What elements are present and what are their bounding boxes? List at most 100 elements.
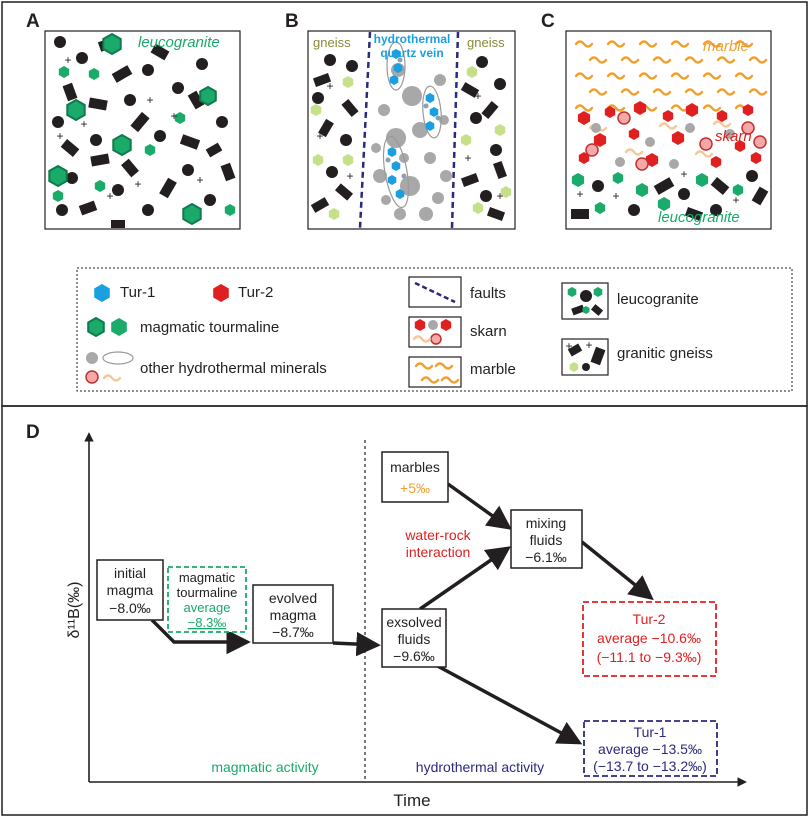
quartz-plus: + xyxy=(576,187,583,201)
tur2-hex xyxy=(716,110,728,122)
quartz-plus: + xyxy=(612,189,619,203)
quartz-plus: + xyxy=(80,117,87,131)
gneiss-mineral-hex xyxy=(472,202,484,214)
marble-wave xyxy=(748,88,768,96)
gneiss-mineral-hex xyxy=(328,208,340,220)
mixing-fluids-box xyxy=(510,509,583,569)
magmatic-tourmaline-hex xyxy=(732,184,744,196)
marble-wave xyxy=(716,88,736,96)
magmatic-tourmaline-hex xyxy=(102,32,122,56)
feldspar-grain xyxy=(111,65,133,83)
hydrothermal-activity-label: hydrothermal activity xyxy=(416,759,544,775)
mixing-fluids-value: −6.1‰ xyxy=(525,549,567,565)
skarn-pink-grain xyxy=(617,111,631,125)
magmatic-tourmaline-small xyxy=(174,112,186,124)
biotite-dot xyxy=(112,184,124,196)
skarn-wave xyxy=(624,148,644,156)
biotite-dot xyxy=(142,204,154,216)
legend-leuco-rect xyxy=(590,304,604,316)
biotite-dot xyxy=(480,190,492,202)
arrow-exsolved-to-tur1 xyxy=(431,661,583,745)
quartz-grain xyxy=(440,170,452,182)
magmatic-tourmaline-hex xyxy=(199,85,217,107)
feldspar-grain xyxy=(121,158,139,178)
tur2-title: Tur-2 xyxy=(633,611,666,627)
quartz-plus: + xyxy=(680,167,687,181)
quartz-plus: + xyxy=(196,173,203,187)
legend-gneiss-label: granitic gneiss xyxy=(617,345,713,362)
legend-leuco-hex xyxy=(582,306,590,314)
marble-wave xyxy=(670,40,690,48)
marble-wave xyxy=(734,40,754,48)
tur2-hex xyxy=(750,152,762,164)
magmatic-activity-label: magmatic activity xyxy=(211,759,318,775)
skarn-wave xyxy=(658,122,678,130)
marbles-line1: marbles xyxy=(390,459,440,475)
arrow-evolved-to-exsolved xyxy=(332,631,381,657)
marbles-box xyxy=(381,451,449,503)
gneiss-mineral-hex xyxy=(310,104,322,116)
feldspar-grain xyxy=(62,82,78,102)
tur2-hex xyxy=(645,153,659,167)
legend-marble-wave xyxy=(414,362,434,370)
quartz-plus: + xyxy=(346,169,353,183)
panel-c-minerals: ++++ xyxy=(571,40,769,221)
magmatic-tourmaline-line2: tourmaline xyxy=(177,585,238,600)
initial-magma-value: −8.0‰ xyxy=(109,600,151,616)
tur2-hex xyxy=(593,133,607,147)
quartz-grain xyxy=(371,143,381,153)
magmatic-tourmaline-line1: magmatic xyxy=(179,570,236,585)
feldspar-grain xyxy=(571,209,589,219)
quartz-plus: + xyxy=(316,129,323,143)
magmatic-tourmaline-box xyxy=(167,566,247,633)
marble-wave xyxy=(588,56,608,64)
tur1-hex xyxy=(393,63,403,73)
legend-skarn-hex xyxy=(440,319,452,331)
tur2-hex xyxy=(742,104,754,116)
biotite-dot xyxy=(628,204,640,216)
feldspar-grain xyxy=(341,98,359,118)
biotite-dot xyxy=(340,134,352,146)
skarn-gray-grain xyxy=(645,137,655,147)
quartz-plus: + xyxy=(64,53,71,67)
panel-b-minerals: ++++++ xyxy=(310,41,512,221)
marble-wave xyxy=(684,56,704,64)
legend-tur2-icon xyxy=(213,284,229,302)
quartz-plus: + xyxy=(464,151,471,165)
magmatic-tourmaline-small xyxy=(52,190,64,202)
biotite-dot xyxy=(66,172,78,184)
quartz-plus: + xyxy=(106,189,113,203)
tur1-inclusion-dot xyxy=(401,173,407,179)
feldspar-grain xyxy=(710,177,730,195)
skarn-gray-grain xyxy=(669,159,679,169)
marble-wave xyxy=(606,72,626,80)
quartz-plus: + xyxy=(326,79,333,93)
legend-magmatic-icon-light xyxy=(111,318,127,336)
skarn-pink-grain xyxy=(699,137,713,151)
feldspar-grain xyxy=(60,139,80,157)
tur1-hex xyxy=(425,93,435,103)
marble-wave xyxy=(734,72,754,80)
quartz-plus: + xyxy=(496,189,503,203)
skarn-pink-grain xyxy=(753,135,767,149)
legend-leuco-hex xyxy=(567,287,577,297)
feldspar-grain xyxy=(205,142,223,158)
legend-faults-line xyxy=(414,281,456,304)
tur1-hex xyxy=(395,189,405,199)
marble-wave xyxy=(638,72,658,80)
magmatic-tourmaline-small xyxy=(224,204,236,216)
legend-magmatic-label: magmatic tourmaline xyxy=(140,319,279,336)
marble-wave xyxy=(620,56,640,64)
tur1-hex xyxy=(387,147,397,157)
arrow-initial-to-evolved xyxy=(150,618,251,655)
skarn-gray-grain xyxy=(591,123,601,133)
tur2-hex xyxy=(578,152,590,164)
initial-magma-line1: initial xyxy=(114,565,146,581)
legend-marble-wave xyxy=(420,376,440,384)
magmatic-tourmaline-line3: average xyxy=(184,600,231,615)
biotite-dot xyxy=(76,52,88,64)
evolved-magma-line1: evolved xyxy=(269,590,317,606)
skarn-wave xyxy=(712,120,732,128)
gneiss-mineral-hex xyxy=(460,134,472,146)
marble-wave xyxy=(652,88,672,96)
